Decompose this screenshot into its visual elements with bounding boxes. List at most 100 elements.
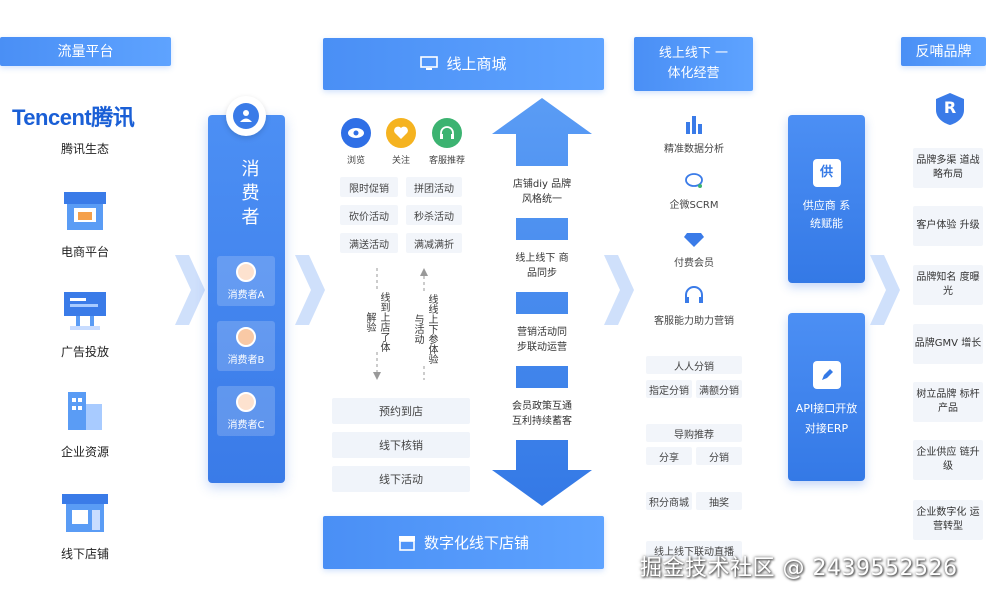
api-icon bbox=[812, 361, 841, 389]
digital-store-title: 数字化线下店铺 bbox=[423, 533, 529, 552]
building-icon bbox=[68, 392, 102, 430]
paid-member-label: 付费会员 bbox=[674, 258, 714, 269]
follow-label: 关注 bbox=[391, 156, 410, 166]
traffic-platform-header: 流量平台 bbox=[0, 37, 171, 66]
online-mall-header: 线上商城 bbox=[323, 38, 604, 90]
enterprise-label: 企业资源 bbox=[60, 445, 109, 459]
avatar-icon bbox=[236, 392, 256, 412]
digital-store-header: 数字化线下店铺 bbox=[323, 516, 604, 569]
ad-placement: 广告投放 bbox=[10, 290, 160, 360]
down-dashed-arrow-icon bbox=[373, 268, 381, 380]
flow-chevron-icon bbox=[604, 255, 634, 325]
sync-card: 营销活动同 步联动运营 bbox=[508, 314, 576, 366]
brand-benefit: 客户体验 升级 bbox=[913, 206, 983, 246]
consumer-panel: 消费者 bbox=[208, 115, 285, 483]
distribution-tag: 分销 bbox=[696, 447, 742, 465]
integration-title: 线上线下 一体化经营 bbox=[658, 46, 729, 81]
brand-badge-letter: R bbox=[943, 98, 957, 117]
service-marketing-label: 客服能力助力营销 bbox=[654, 316, 734, 327]
distribution-tag: 线上线下联动直播 bbox=[646, 541, 742, 559]
distribution-tag: 满额分销 bbox=[696, 380, 742, 398]
scrm-feature: 企微SCRM bbox=[634, 172, 754, 211]
consumer-card-b: 消费者B bbox=[217, 321, 275, 371]
supplier-panel: 供 供应商 系统赋能 bbox=[788, 115, 865, 283]
tencent-logo: Tencent腾讯 bbox=[12, 105, 135, 130]
service-action: 客服推荐 bbox=[424, 118, 470, 166]
offline-item: 线下活动 bbox=[332, 466, 470, 492]
consumer-card-c: 消费者C bbox=[217, 386, 275, 436]
brand-shield-icon bbox=[936, 93, 964, 125]
brand-benefit: 树立品牌 标杆产品 bbox=[913, 382, 983, 422]
headset-icon bbox=[432, 118, 462, 148]
promo-tag: 满送活动 bbox=[340, 233, 398, 253]
headset-icon bbox=[685, 286, 703, 303]
chat-icon bbox=[685, 173, 703, 188]
offline-item: 线下核销 bbox=[332, 432, 470, 458]
sync-card: 线上线下 商品同步 bbox=[508, 240, 576, 292]
scrm-label: 企微SCRM bbox=[669, 200, 719, 211]
flow-up-label: 线线上下参体验与活动 bbox=[412, 294, 437, 364]
monitor-icon bbox=[420, 56, 439, 70]
avatar-icon bbox=[236, 327, 256, 347]
brand-header: 反哺品牌 bbox=[901, 37, 986, 66]
brand-benefit: 品牌多渠 道战略布局 bbox=[913, 148, 983, 188]
shop-icon bbox=[64, 192, 106, 230]
ad-label: 广告投放 bbox=[60, 345, 109, 359]
tencent-ecosystem-label: 腾讯生态 bbox=[60, 142, 109, 156]
flow-chevron-icon bbox=[870, 255, 900, 325]
distribution-tag: 人人分销 bbox=[646, 356, 742, 374]
offline-store-label: 线下店铺 bbox=[60, 547, 109, 561]
promo-tag: 满减满折 bbox=[406, 233, 462, 253]
distribution-tag: 积分商城 bbox=[646, 492, 692, 510]
consumer-c-label: 消费者C bbox=[227, 420, 265, 431]
consumer-b-label: 消费者B bbox=[227, 355, 265, 366]
service-label: 客服推荐 bbox=[428, 156, 465, 166]
distribution-tag: 指定分销 bbox=[646, 380, 692, 398]
brand-benefit: 品牌知名 度曝光 bbox=[913, 265, 983, 305]
ecommerce-platform: 电商平台 bbox=[10, 190, 160, 260]
paid-member-feature: 付费会员 bbox=[634, 230, 754, 269]
supplier-badge-icon: 供 bbox=[812, 159, 841, 187]
storefront-icon bbox=[62, 494, 108, 532]
api-label: API接口开放 对接ERP bbox=[795, 402, 858, 435]
eye-icon bbox=[341, 118, 371, 148]
distribution-tag: 导购推荐 bbox=[646, 424, 742, 442]
consumer-title: 消费者 bbox=[238, 159, 260, 231]
service-marketing-feature: 客服能力助力营销 bbox=[634, 286, 754, 327]
offline-to-store-text: 线到上店了体解验 bbox=[362, 292, 394, 352]
integration-header: 线上线下 一体化经营 bbox=[634, 37, 753, 91]
flow-chevron-icon bbox=[295, 255, 325, 325]
offline-store: 线下店铺 bbox=[10, 492, 160, 562]
supplier-label: 供应商 系统赋能 bbox=[802, 199, 851, 230]
browse-action: 浏览 bbox=[338, 118, 374, 166]
browse-label: 浏览 bbox=[346, 156, 365, 166]
double-arrow-icon bbox=[492, 98, 592, 506]
enterprise-resources: 企业资源 bbox=[10, 388, 160, 460]
promo-tag: 限时促销 bbox=[340, 177, 398, 197]
distribution-tag: 分享 bbox=[646, 447, 692, 465]
distribution-tag: 抽奖 bbox=[696, 492, 742, 510]
ecommerce-label: 电商平台 bbox=[60, 245, 109, 259]
diamond-icon bbox=[684, 233, 704, 247]
watermark: 掘金技术社区 @ 2439552526 bbox=[640, 556, 958, 581]
online-to-offline-text: 线线上下参体验与活动 bbox=[410, 292, 442, 366]
api-panel: API接口开放 对接ERP bbox=[788, 313, 865, 481]
promo-tag: 砍价活动 bbox=[340, 205, 398, 225]
data-analysis-feature: 精准数据分析 bbox=[634, 114, 754, 155]
online-mall-title: 线上商城 bbox=[446, 55, 507, 73]
store-icon bbox=[398, 535, 415, 551]
consumer-a-label: 消费者A bbox=[227, 290, 265, 301]
flow-chevron-icon bbox=[175, 255, 205, 325]
offline-item: 预约到店 bbox=[332, 398, 470, 424]
avatar-icon bbox=[236, 262, 256, 282]
promo-tag: 拼团活动 bbox=[406, 177, 462, 197]
brand-benefit: 企业供应 链升级 bbox=[913, 440, 983, 480]
promo-tag: 秒杀活动 bbox=[406, 205, 462, 225]
heart-icon bbox=[386, 118, 416, 148]
consumer-card-a: 消费者A bbox=[217, 256, 275, 306]
flow-down-label: 线到上店了体解验 bbox=[364, 292, 389, 352]
brand-benefit: 品牌GMV 增长 bbox=[913, 324, 983, 364]
sync-card: 店铺diy 品牌风格统一 bbox=[508, 166, 576, 218]
bar-chart-icon bbox=[686, 116, 702, 134]
sync-card: 会员政策互通 互利持续蓄客 bbox=[508, 388, 576, 440]
